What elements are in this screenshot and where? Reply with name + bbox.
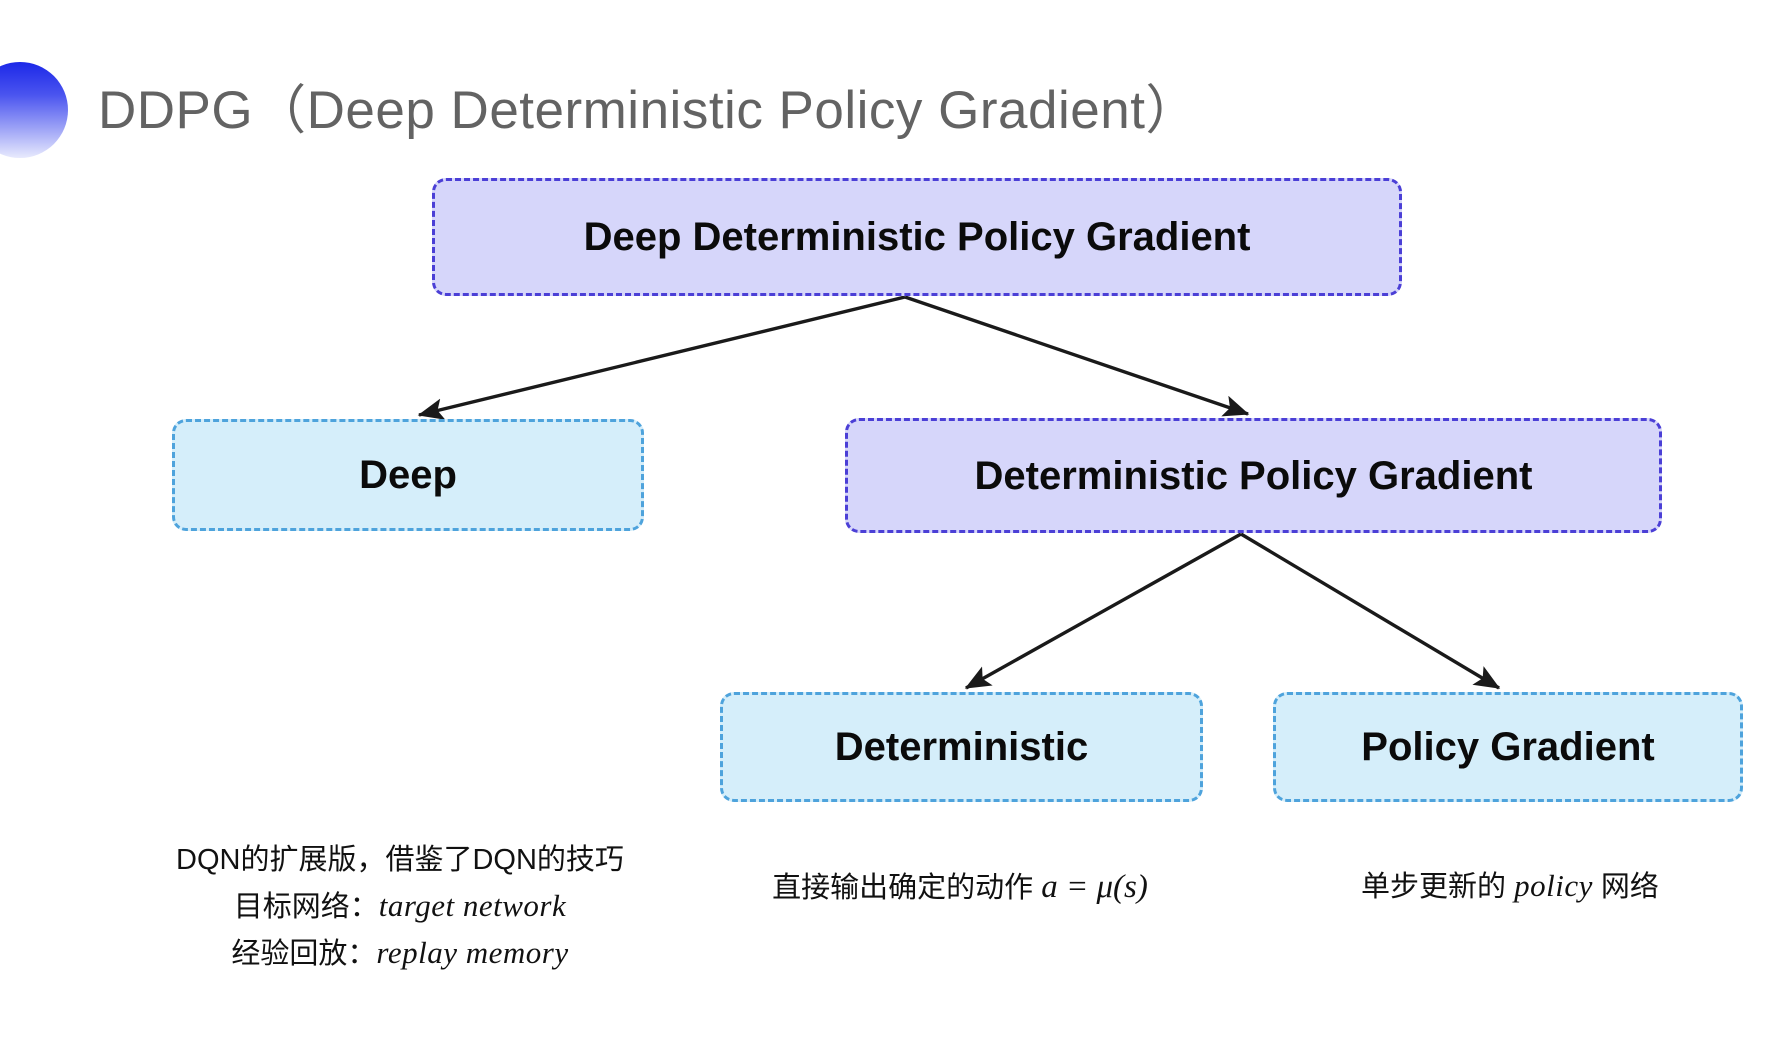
caption-deep-line2: 目标网络：target network: [110, 882, 690, 929]
edge-dpg-to-deterministic: [964, 532, 1242, 690]
caption-policy-gradient-term: policy: [1514, 868, 1593, 903]
node-deterministic[interactable]: Deterministic: [720, 692, 1203, 802]
slide-title-bar: DDPG（Deep Deterministic Policy Gradient）: [0, 62, 1400, 162]
caption-policy-gradient-rest: 网络: [1592, 871, 1659, 903]
gradient-circle-bullet-icon: [0, 62, 68, 158]
caption-deep-line2-label: 目标网络：: [233, 891, 379, 924]
caption-policy-gradient-line2: policy 网络: [1514, 868, 1659, 903]
edge-root-to-deep: [417, 295, 906, 420]
node-deep[interactable]: Deep: [172, 419, 644, 531]
node-policy-gradient[interactable]: Policy Gradient: [1273, 692, 1743, 802]
caption-deep-line3-label: 经验回放：: [231, 938, 377, 971]
page-title: DDPG（Deep Deterministic Policy Gradient）: [98, 81, 1199, 140]
node-deterministic-policy-gradient[interactable]: Deterministic Policy Gradient: [845, 418, 1662, 533]
caption-deep-line2-term: target network: [378, 888, 567, 924]
caption-deep: DQN的扩展版，借鉴了DQN的技巧 目标网络：target network 经验…: [110, 838, 690, 976]
edge-dpg-to-policy-gradient: [1240, 532, 1501, 690]
caption-deep-line1: DQN的扩展版，借鉴了DQN的技巧: [176, 844, 624, 876]
edge-root-to-dpg: [904, 295, 1250, 417]
caption-deterministic-line1: 直接输出确定的动作: [772, 872, 1034, 904]
caption-deterministic-formula: a = μ(s): [1041, 869, 1148, 905]
caption-deterministic: 直接输出确定的动作 a = μ(s): [700, 862, 1220, 912]
caption-deep-line3: 经验回放：replay memory: [110, 929, 690, 976]
node-deep-deterministic-policy-gradient[interactable]: Deep Deterministic Policy Gradient: [432, 178, 1402, 296]
caption-policy-gradient-line1: 单步更新的: [1361, 871, 1507, 903]
caption-policy-gradient: 单步更新的 policy 网络: [1250, 862, 1770, 909]
caption-deep-line3-term: replay memory: [376, 935, 569, 971]
